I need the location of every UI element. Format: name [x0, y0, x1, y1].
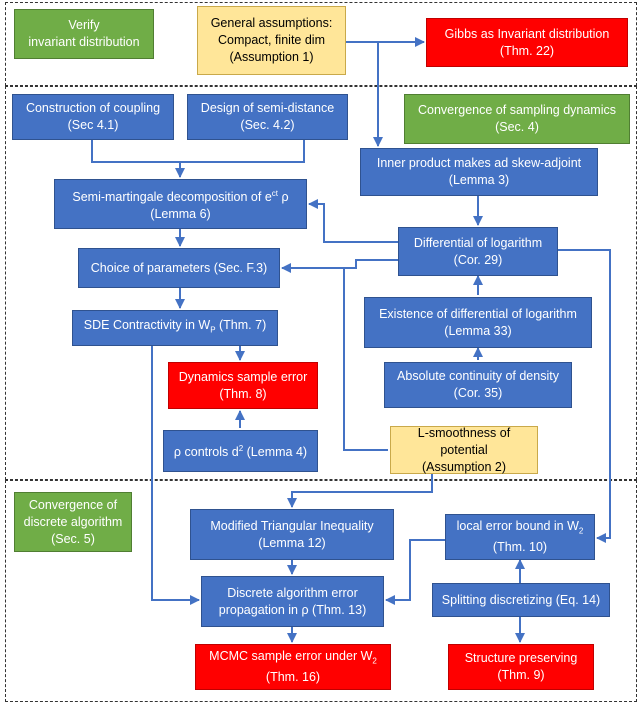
convergence-sampling-line2: (Sec. 4) [495, 120, 539, 134]
convergence-discrete-line1: Convergence of [28, 497, 118, 512]
mcmc-line1: MCMC sample error under W2 [209, 648, 377, 670]
rho-line1: ρ controls d2 (Lemma 4) [174, 440, 307, 461]
local-line2: (Thm. 10) [492, 540, 548, 555]
differential-line2: (Cor. 29) [453, 252, 503, 267]
verify-line2: invariant distribution [28, 35, 140, 49]
mcmc-box: MCMC sample error under W2 (Thm. 16) [195, 644, 391, 690]
verify-line1: Verify [68, 18, 100, 32]
sde-thm: (Thm. 7) [215, 318, 267, 333]
coupling-line2: (Sec 4.1) [67, 118, 119, 132]
gibbs-line2: (Thm. 22) [499, 43, 555, 58]
semidistance-line1: Design of semi-distance [200, 101, 335, 115]
absolute-line2: (Cor. 35) [453, 386, 503, 400]
local-text: local error bound in W [456, 518, 579, 533]
discrete-error-line1: Discrete algorithm error [227, 585, 358, 600]
semimartingale-box: Semi-martingale decomposition of ect ρ (… [54, 179, 307, 229]
semimartingale-sup: ct [271, 188, 279, 198]
structure-box: Structure preserving (Thm. 9) [448, 644, 594, 690]
inner-product-line1: Inner product makes ad skew-adjoint [376, 156, 582, 170]
existence-line2: (Lemma 33) [444, 323, 512, 338]
differential-line1: Differential of logarithm [413, 235, 543, 250]
local-sub: 2 [578, 526, 584, 536]
modified-box: Modified Triangular Inequality (Lemma 12… [190, 509, 394, 560]
rho-box: ρ controls d2 (Lemma 4) [163, 430, 318, 472]
choice-box: Choice of parameters (Sec. F.3) [78, 248, 280, 288]
gibbs-line1: Gibbs as Invariant distribution [444, 26, 610, 41]
semimartingale-text: Semi-martingale decomposition of e [72, 190, 272, 205]
modified-line1: Modified Triangular Inequality [210, 518, 374, 533]
dynamics-box: Dynamics sample error (Thm. 8) [168, 362, 318, 409]
section-invariant [5, 2, 637, 86]
splitting-box: Splitting discretizing (Eq. 14) [432, 583, 610, 617]
sde-sub: P [210, 325, 216, 335]
mcmc-sub: 2 [372, 656, 377, 666]
coupling-line1: Construction of coupling [25, 101, 161, 115]
existence-line1: Existence of differential of logarithm [379, 306, 577, 321]
rho-text: ρ controls d [173, 445, 239, 460]
discrete-error-box: Discrete algorithm error propagation in … [201, 576, 384, 627]
sde-box: SDE Contractivity in WP (Thm. 7) [72, 310, 278, 346]
coupling-box: Construction of coupling (Sec 4.1) [12, 94, 174, 140]
general-assumptions-box: General assumptions: Compact, finite dim… [197, 6, 346, 75]
inner-product-box: Inner product makes ad skew-adjoint (Lem… [360, 148, 598, 196]
lsmooth-line1: L-smoothness of potential [417, 425, 511, 457]
rho-lemma: (Lemma 4) [243, 445, 308, 460]
structure-line1: Structure preserving [464, 651, 578, 665]
lsmooth-line2: (Assumption 2) [421, 459, 507, 474]
general-line1: General assumptions: [210, 16, 333, 30]
dynamics-line2: (Thm. 8) [219, 386, 267, 401]
absolute-line1: Absolute continuity of density [397, 369, 559, 383]
existence-box: Existence of differential of logarithm (… [364, 297, 592, 348]
mcmc-line2: (Thm. 16) [265, 670, 321, 685]
convergence-discrete-box: Convergence of discrete algorithm (Sec. … [14, 492, 132, 552]
convergence-sampling-line1: Convergence of sampling dynamics [417, 103, 617, 117]
semidistance-line2: (Sec. 4.2) [240, 118, 295, 132]
gibbs-box: Gibbs as Invariant distribution (Thm. 22… [426, 18, 628, 67]
inner-product-line2: (Lemma 3) [448, 173, 510, 187]
rho-sup: 2 [238, 444, 244, 454]
local-line1: local error bound in W2 [457, 518, 584, 540]
convergence-discrete-line2: discrete algorithm [23, 514, 123, 529]
semimartingale-rho: ρ [278, 190, 289, 205]
mcmc-text: MCMC sample error under W [209, 648, 373, 663]
modified-line2: (Lemma 12) [258, 535, 326, 550]
lsmooth-box: L-smoothness of potential (Assumption 2) [390, 426, 538, 474]
general-line3: (Assumption 1) [229, 50, 314, 64]
local-error-box: local error bound in W2 (Thm. 10) [445, 514, 595, 560]
semimartingale-line2: (Lemma 6) [150, 207, 211, 222]
dynamics-line1: Dynamics sample error [178, 369, 308, 384]
choice-line1: Choice of parameters (Sec. F.3) [90, 260, 268, 275]
differential-box: Differential of logarithm (Cor. 29) [398, 227, 558, 276]
semidistance-box: Design of semi-distance (Sec. 4.2) [187, 94, 348, 140]
sde-line1: SDE Contractivity in WP (Thm. 7) [84, 317, 266, 339]
structure-line2: (Thm. 9) [497, 668, 545, 682]
splitting-line1: Splitting discretizing (Eq. 14) [441, 592, 601, 607]
discrete-error-line2: propagation in ρ (Thm. 13) [218, 602, 367, 617]
sde-text: SDE Contractivity in W [83, 318, 211, 333]
absolute-box: Absolute continuity of density (Cor. 35) [384, 362, 572, 408]
convergence-sampling-box: Convergence of sampling dynamics (Sec. 4… [404, 94, 630, 144]
verify-invariant-box: Verify invariant distribution [14, 9, 154, 59]
convergence-discrete-line3: (Sec. 5) [51, 531, 95, 546]
general-line2: Compact, finite dim [218, 33, 325, 47]
semimartingale-line1: Semi-martingale decomposition of ect ρ [72, 185, 288, 206]
